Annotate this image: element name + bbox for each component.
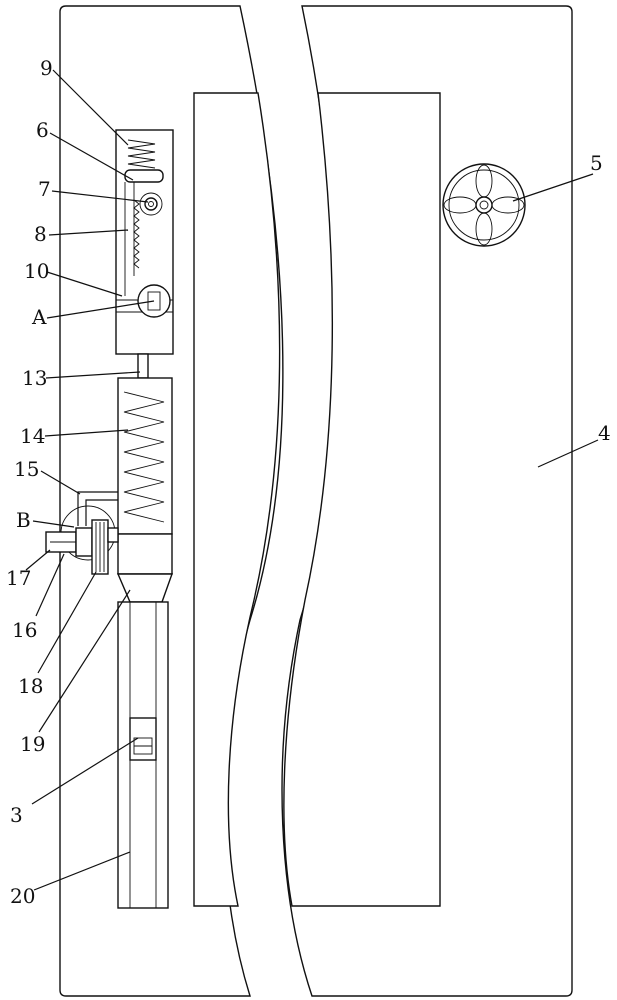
label-6: 6 [36,118,49,142]
side-handle [45,491,119,575]
label-16: 16 [12,618,37,642]
bolt-track [117,601,169,909]
latch-block [116,533,173,603]
label-14: 14 [20,424,45,448]
label-5: 5 [590,151,603,175]
label-b: B [16,508,31,532]
upper-housing [115,129,174,355]
label-7: 7 [38,177,51,201]
reference-labels: 9 6 7 8 10 A 13 14 15 B 17 16 18 19 3 20… [6,56,611,908]
label-20: 20 [10,884,35,908]
window-left [193,92,281,907]
label-13: 13 [22,366,47,390]
leader-lines [25,69,599,891]
label-15: 15 [14,457,39,481]
label-17: 17 [6,566,31,590]
label-a: A [31,305,47,329]
fan-unit [442,163,526,247]
connecting-rod [137,353,149,379]
label-3: 3 [10,803,23,827]
label-10: 10 [24,259,49,283]
label-4: 4 [598,421,611,445]
label-19: 19 [20,732,45,756]
window-right [283,92,441,907]
label-18: 18 [18,674,43,698]
label-8: 8 [34,222,47,246]
lower-housing [117,377,173,535]
label-9: 9 [40,56,53,80]
